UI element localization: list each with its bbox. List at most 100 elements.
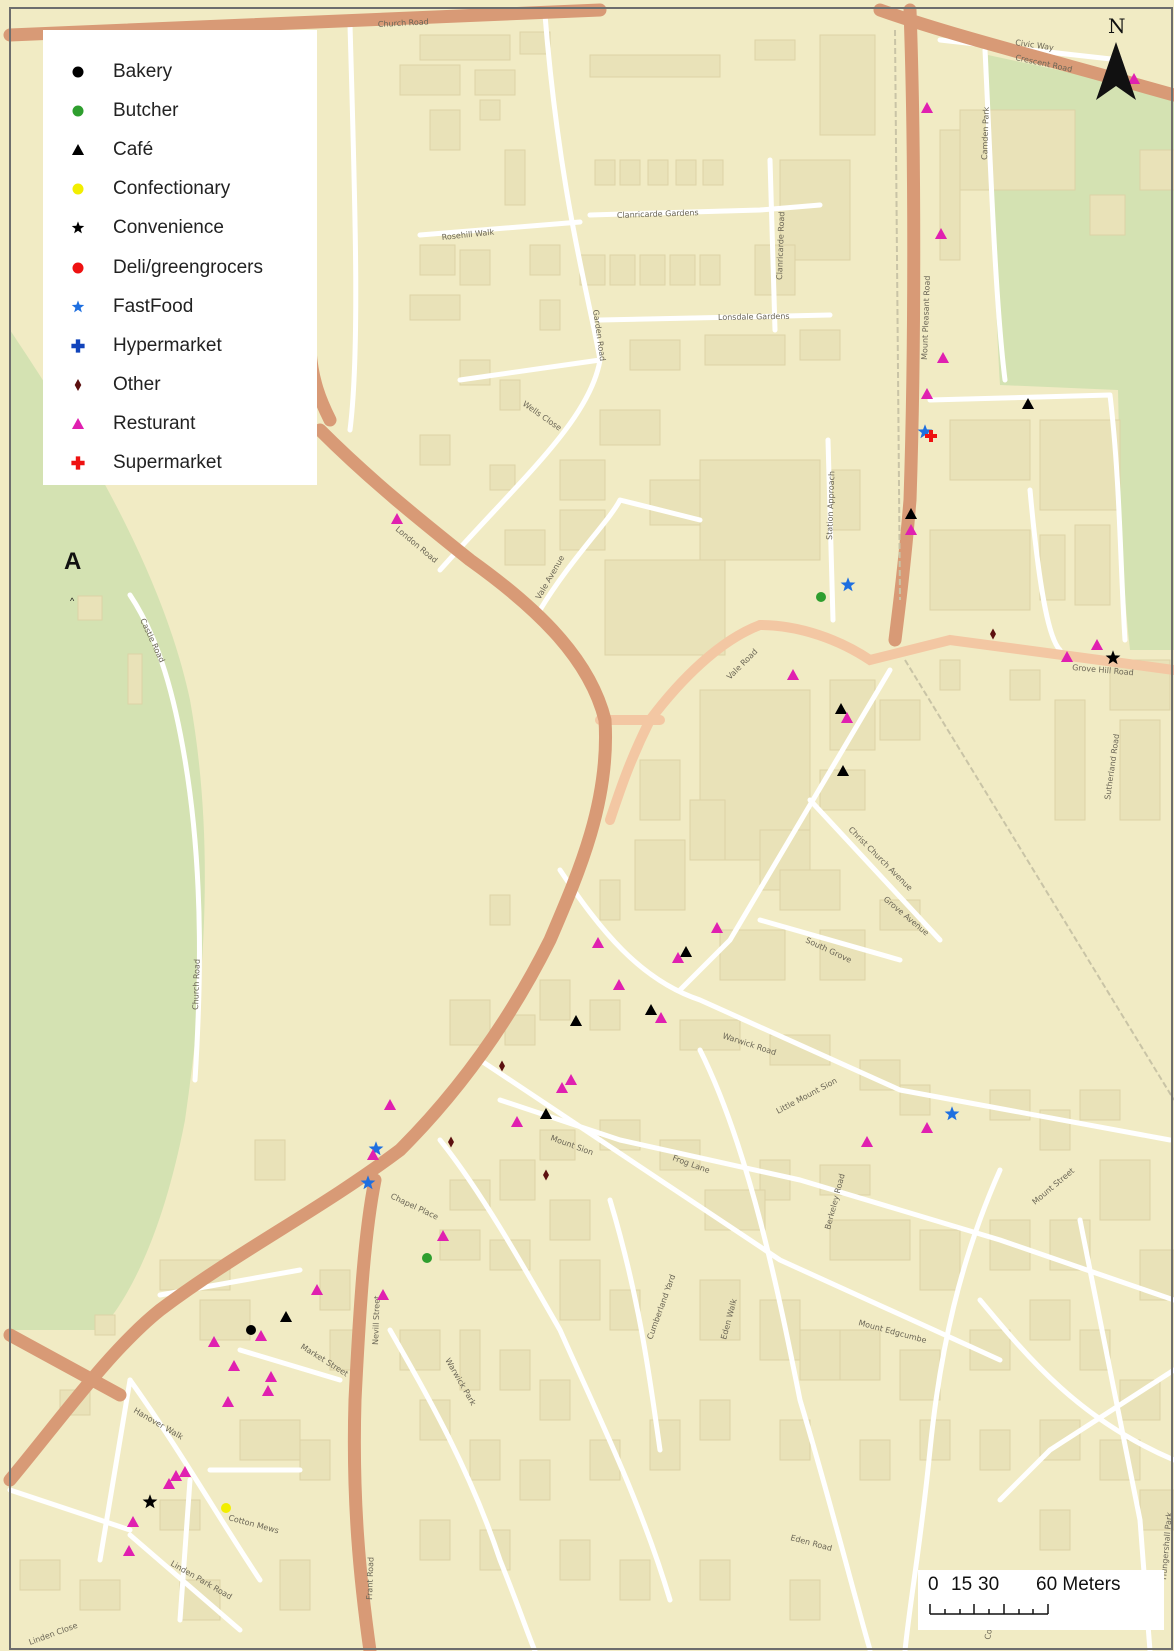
poi-confectionary[interactable] — [221, 1503, 231, 1513]
poi-resturant[interactable] — [510, 1115, 524, 1127]
poi-markers — [122, 72, 1141, 1556]
scale-label-0: 0 — [928, 1574, 939, 1595]
poi-resturant[interactable] — [1060, 650, 1074, 662]
poi-resturant[interactable] — [310, 1283, 324, 1295]
scale-label-15: 15 — [951, 1574, 973, 1595]
poi-convenience[interactable] — [1105, 650, 1121, 665]
north-arrow-label: N — [1108, 14, 1126, 38]
legend-label: Deli/greengrocers — [113, 256, 263, 278]
poi-resturant[interactable] — [1090, 638, 1104, 650]
poi-resturant[interactable] — [710, 921, 724, 933]
poi-supermarket[interactable] — [925, 430, 937, 442]
poi-resturant[interactable] — [383, 1098, 397, 1110]
poi-resturant[interactable] — [920, 101, 934, 113]
poi-resturant[interactable] — [555, 1081, 569, 1093]
legend-label: Supermarket — [113, 452, 222, 474]
poi-resturant[interactable] — [840, 711, 854, 723]
poi-bakery[interactable] — [246, 1325, 256, 1335]
legend-symbol-circle-icon — [43, 258, 113, 278]
poi-resturant[interactable] — [564, 1073, 578, 1085]
poi-other[interactable] — [990, 628, 996, 640]
street-label: Mount Pleasant Road — [920, 275, 932, 360]
poi-caf[interactable] — [834, 702, 848, 714]
poi-butcher[interactable] — [422, 1253, 432, 1263]
poi-resturant[interactable] — [261, 1384, 275, 1396]
legend-label: Convenience — [113, 217, 224, 239]
poi-convenience[interactable] — [142, 1494, 158, 1509]
poi-caf[interactable] — [279, 1310, 293, 1322]
legend-label: Resturant — [113, 413, 196, 435]
street-label: Camden Park — [980, 106, 991, 160]
poi-resturant[interactable] — [264, 1370, 278, 1382]
legend-item-bakery: Bakery — [43, 52, 317, 91]
legend-item-hypermarket: Hypermarket — [43, 326, 317, 365]
poi-resturant[interactable] — [436, 1229, 450, 1241]
scale-label-30: 30 — [978, 1574, 1000, 1595]
poi-resturant[interactable] — [126, 1515, 140, 1527]
poi-other[interactable] — [448, 1136, 454, 1148]
street-label: Nevill Street — [371, 1296, 382, 1345]
poi-resturant[interactable] — [786, 668, 800, 680]
north-arrow-icon — [1096, 42, 1136, 100]
poi-resturant[interactable] — [1127, 72, 1141, 84]
legend-label: Hypermarket — [113, 334, 222, 356]
legend-symbol-cross-icon — [43, 336, 113, 356]
poi-resturant[interactable] — [920, 1121, 934, 1133]
legend-item-fastfood: FastFood — [43, 287, 317, 326]
street-label: Clanricarde Road — [775, 211, 786, 280]
poi-resturant[interactable] — [654, 1011, 668, 1023]
poi-resturant[interactable] — [934, 227, 948, 239]
poi-resturant[interactable] — [671, 951, 685, 963]
legend-symbol-circle-icon — [43, 101, 113, 121]
legend-label: Bakery — [113, 60, 173, 82]
poi-resturant[interactable] — [904, 523, 918, 535]
poi-resturant[interactable] — [390, 512, 404, 524]
park-area-west — [10, 330, 205, 1330]
scale-bar-ticks — [929, 1604, 1049, 1615]
poi-resturant[interactable] — [860, 1135, 874, 1147]
legend-label: Café — [113, 138, 154, 160]
poi-resturant[interactable] — [591, 936, 605, 948]
poi-resturant[interactable] — [178, 1465, 192, 1477]
street-label: Frant Road — [365, 1557, 375, 1600]
poi-fastfood[interactable] — [360, 1175, 376, 1190]
poi-caf[interactable] — [904, 507, 918, 519]
poi-resturant[interactable] — [162, 1477, 176, 1489]
legend-symbol-star-icon — [43, 218, 113, 238]
poi-resturant[interactable] — [169, 1469, 183, 1481]
poi-resturant[interactable] — [254, 1329, 268, 1341]
legend-symbol-cross-icon — [43, 453, 113, 473]
poi-caf[interactable] — [539, 1107, 553, 1119]
street-label: Station Approach — [825, 471, 836, 540]
park-area-northeast — [988, 55, 1174, 650]
poi-other[interactable] — [499, 1060, 505, 1072]
poi-resturant[interactable] — [221, 1395, 235, 1407]
poi-resturant[interactable] — [920, 387, 934, 399]
poi-caf[interactable] — [644, 1003, 658, 1015]
poi-caf[interactable] — [836, 764, 850, 776]
poi-fastfood[interactable] — [840, 577, 856, 592]
poi-caf[interactable] — [569, 1014, 583, 1026]
poi-resturant[interactable] — [227, 1359, 241, 1371]
poi-other[interactable] — [543, 1169, 549, 1181]
legend-symbol-triangle-icon — [43, 140, 113, 160]
poi-resturant[interactable] — [376, 1288, 390, 1300]
poi-caf[interactable] — [679, 945, 693, 957]
poi-butcher[interactable] — [816, 592, 826, 602]
poi-resturant[interactable] — [936, 351, 950, 363]
poi-resturant[interactable] — [366, 1148, 380, 1160]
legend-symbol-diamond-icon — [43, 375, 113, 395]
panel-letter: A — [64, 548, 82, 575]
legend-item-butcher: Butcher — [43, 91, 317, 130]
legend-label: Other — [113, 374, 161, 396]
poi-fastfood[interactable] — [917, 424, 933, 439]
poi-resturant[interactable] — [612, 978, 626, 990]
legend-item-convenience: Convenience — [43, 209, 317, 248]
poi-caf[interactable] — [1021, 397, 1035, 409]
poi-resturant[interactable] — [122, 1544, 136, 1556]
poi-fastfood[interactable] — [368, 1141, 384, 1156]
poi-resturant[interactable] — [207, 1335, 221, 1347]
poi-fastfood[interactable] — [944, 1106, 960, 1121]
